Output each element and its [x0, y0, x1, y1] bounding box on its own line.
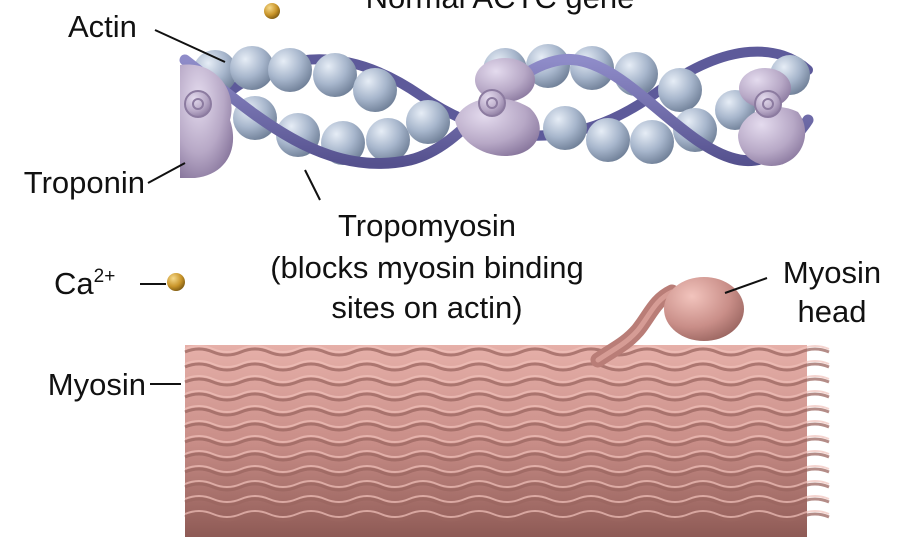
myosin-strand-highlight: [184, 465, 830, 473]
calcium-charge: 2+: [94, 266, 116, 287]
actin-monomer: [353, 68, 397, 112]
troponin-complex-left: [180, 64, 234, 178]
actin-monomer: [268, 48, 312, 92]
troponin-label: Troponin: [24, 165, 145, 200]
myosin-thick-filament: [184, 277, 830, 537]
myosin-strand: [184, 437, 830, 447]
myosin-strand-highlight: [184, 435, 830, 443]
myosin-strand: [184, 407, 830, 417]
myosin-strand-highlight: [184, 480, 830, 488]
actin-monomer: [586, 118, 630, 162]
myosin-strand-highlight: [184, 375, 830, 383]
myosin-strand: [184, 392, 830, 402]
myosin-strand: [184, 482, 830, 492]
tropomyosin-label: Tropomyosin: [338, 208, 516, 243]
calcium-label: Ca2+: [54, 266, 115, 301]
myosin-strand-highlight: [184, 360, 830, 368]
calcium-symbol: Ca: [54, 266, 94, 301]
tropomyosin-leader-line: [304, 169, 321, 201]
actin-monomer: [630, 120, 674, 164]
tropomyosin-strand-front: [179, 53, 814, 169]
actin-leader-line: [154, 29, 226, 63]
myosin-strand: [184, 452, 830, 462]
actin-label: Actin: [68, 9, 137, 44]
actin-monomers-front: [233, 90, 755, 165]
troponin-leader-line: [147, 162, 186, 184]
actin-monomer: [406, 100, 450, 144]
myosin-strand-highlights: [184, 345, 830, 518]
myosin-strand: [184, 512, 830, 522]
myosin-head-label-line1: Myosin: [783, 255, 881, 290]
myosin-head: [664, 277, 744, 341]
myosin-strand: [184, 377, 830, 387]
myosin-strand-highlight: [184, 510, 830, 518]
tropomyosin-note-line1: (blocks myosin binding: [270, 250, 584, 285]
myosin-strand: [184, 362, 830, 372]
actin-monomer: [543, 106, 587, 150]
calcium-ion-top: [264, 3, 280, 19]
myosin-strand-highlight: [184, 345, 830, 353]
myosin-head-leader-line: [724, 277, 768, 294]
myosin-strand: [184, 347, 830, 357]
calcium-ion: [167, 273, 185, 291]
actin-monomer: [658, 68, 702, 112]
gene-title: Normal ACTC gene: [366, 0, 635, 15]
myosin-strand-highlight: [184, 420, 830, 428]
actin-monomer: [366, 118, 410, 162]
myosin-strand: [184, 422, 830, 432]
myosin-label: Myosin: [48, 367, 146, 402]
myosin-strand-highlight: [184, 495, 830, 503]
myosin-strand-highlight: [184, 390, 830, 398]
myosin-strand-highlight: [184, 405, 830, 413]
myosin-strands: [184, 347, 830, 522]
actin-monomer: [313, 53, 357, 97]
myosin-strand: [184, 497, 830, 507]
actin-monomer: [230, 46, 274, 90]
troponin-complex-middle: [455, 58, 540, 156]
troponin-complex-right: [738, 68, 806, 166]
myosin-strand-highlight: [184, 450, 830, 458]
myosin-head-label-line2: head: [798, 294, 867, 329]
myosin-strand: [184, 467, 830, 477]
tropomyosin-note-line2: sites on actin): [331, 290, 522, 325]
actin-thin-filament: [179, 44, 814, 178]
